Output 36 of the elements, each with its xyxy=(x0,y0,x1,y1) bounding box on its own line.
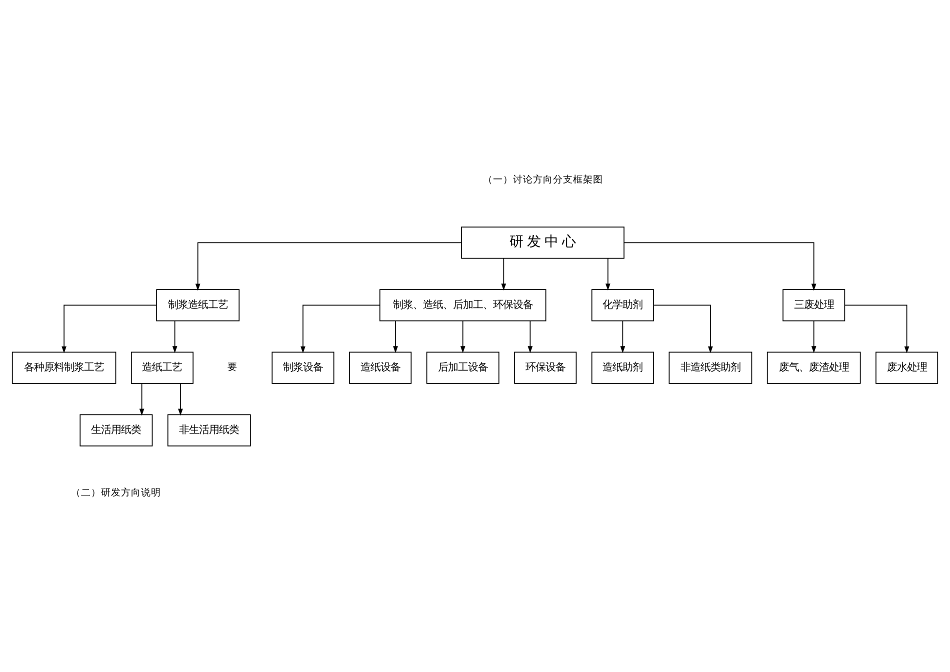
arrow xyxy=(460,320,466,353)
arrow xyxy=(178,382,183,416)
arrow xyxy=(653,304,713,353)
node-box: 后加工设备 xyxy=(426,351,500,384)
label: 要 xyxy=(228,362,238,373)
node-box: 非造纸类助剂 xyxy=(668,351,752,384)
arrow xyxy=(139,382,144,416)
node-box: 生活用纸类 xyxy=(80,414,153,446)
arrow xyxy=(811,320,816,353)
arrow xyxy=(501,258,506,290)
node-box: 制浆设备 xyxy=(272,351,334,384)
node-box: 各种原料制浆工艺 xyxy=(12,351,116,384)
node-box: 造纸设备 xyxy=(349,351,412,384)
node-box: 环保设备 xyxy=(514,351,577,384)
arrow xyxy=(393,320,398,353)
node-box: 制浆、造纸、后加工、环保设备 xyxy=(379,288,546,321)
node-box: 化学助剂 xyxy=(591,288,654,321)
node-box: 废气、废渣处理 xyxy=(766,351,861,384)
arrow xyxy=(300,304,380,353)
arrow xyxy=(844,304,910,353)
arrow xyxy=(620,320,626,353)
arrow xyxy=(62,304,157,353)
node-box: 研 发 中 心 xyxy=(461,226,624,258)
arrow xyxy=(606,258,610,290)
node-box: 三废处理 xyxy=(782,288,846,321)
arrow xyxy=(172,320,178,353)
node-box: 非生活用纸类 xyxy=(167,414,251,446)
node-box: 制浆造纸工艺 xyxy=(156,288,240,321)
label: （一）讨论方向分支框架图 xyxy=(482,174,603,186)
node-box: 造纸工艺 xyxy=(130,351,194,384)
arrow xyxy=(624,242,816,290)
label: （二）研发方向说明 xyxy=(71,486,162,498)
arrow xyxy=(195,242,462,290)
node-box: 废水处理 xyxy=(876,351,938,384)
arrow xyxy=(528,320,533,353)
node-box: 造纸助剂 xyxy=(591,351,654,384)
